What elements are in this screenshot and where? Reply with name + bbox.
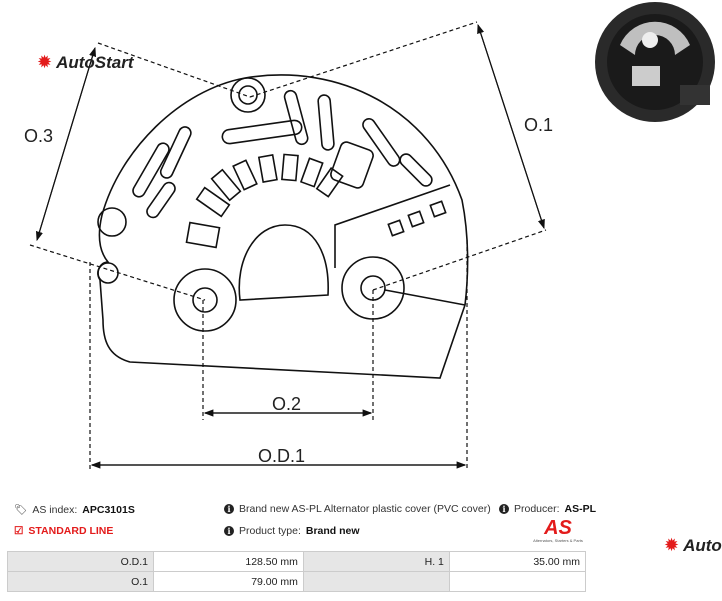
dim-label-o2: O.2 — [272, 394, 301, 414]
dim-label-o1: O.1 — [524, 115, 553, 135]
gear-bolt-icon: ✹ — [37, 52, 53, 72]
spec-label: O.1 — [7, 571, 154, 592]
standard-line-badge: ☑ STANDARD LINE — [14, 525, 114, 537]
table-row: O.D.1 128.50 mm H. 1 35.00 mm — [7, 551, 587, 572]
spec-label: H. 1 — [302, 551, 450, 572]
info-icon: i — [499, 504, 509, 514]
producer: i Producer: AS-PL — [499, 503, 596, 515]
specs-table: O.D.1 128.50 mm H. 1 35.00 mm O.1 79.00 … — [7, 551, 587, 592]
spec-label — [302, 571, 450, 592]
info-icon: i — [224, 504, 234, 514]
info-icon: i — [224, 526, 234, 536]
dim-label-od1: O.D.1 — [258, 446, 305, 466]
dimension-lines — [35, 23, 545, 469]
spec-value — [448, 571, 587, 592]
extension-lines — [29, 21, 547, 470]
table-row: O.1 79.00 mm — [7, 571, 587, 592]
tag-icon: 🏷 — [14, 504, 28, 516]
product-photo — [595, 2, 715, 122]
product-type: i Product type: Brand new — [224, 525, 360, 537]
as-index: 🏷 AS index: APC3101S — [14, 503, 135, 517]
description: i Brand new AS-PL Alternator plastic cov… — [224, 503, 491, 515]
spec-label: O.D.1 — [7, 551, 154, 572]
part-outline — [97, 74, 469, 379]
gear-bolt-icon: ✹ — [664, 535, 680, 555]
spec-value: 35.00 mm — [448, 551, 587, 572]
brand-logo: ✹ AutoStart — [37, 52, 134, 72]
producer-logo: AS Alternators, Starters & Parts — [533, 517, 583, 543]
checkbox-icon: ☑ — [14, 525, 24, 537]
spec-value: 128.50 mm — [153, 551, 304, 572]
dim-label-o3: O.3 — [24, 126, 53, 146]
spec-value: 79.00 mm — [153, 571, 304, 592]
watermark-logo: ✹ AutoSt — [664, 535, 722, 555]
